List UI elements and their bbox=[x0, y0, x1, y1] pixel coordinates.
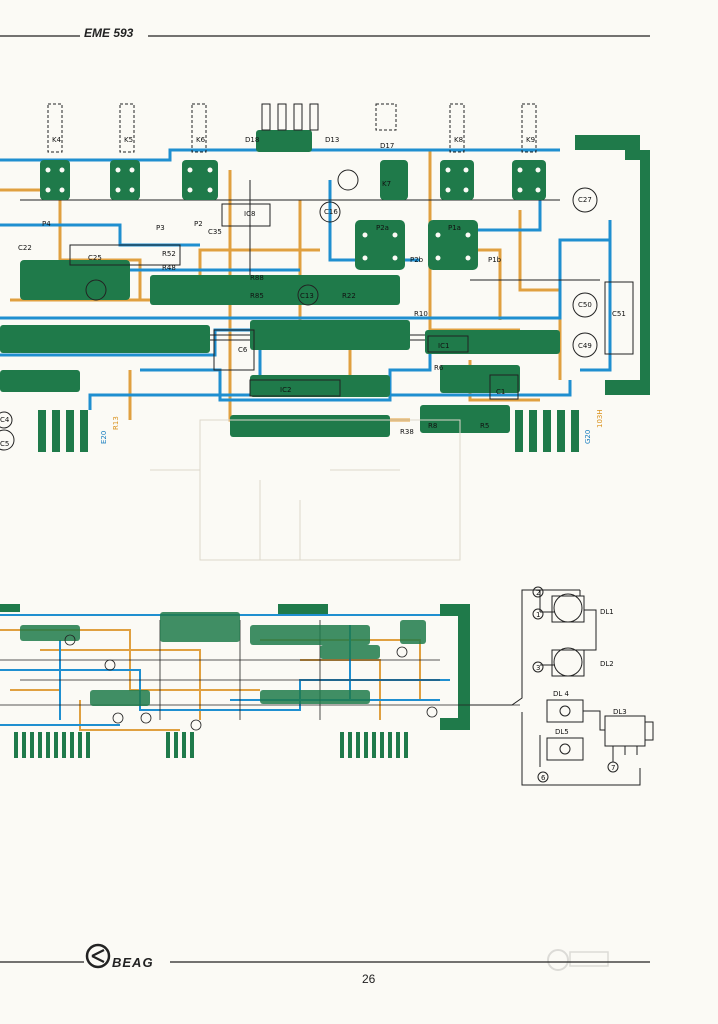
pin-2: 2 bbox=[536, 589, 540, 597]
label-c27: C27 bbox=[578, 196, 592, 204]
label-p1b: P1b bbox=[488, 256, 502, 264]
label-k5: K5 bbox=[124, 136, 133, 144]
label-p3: P3 bbox=[156, 224, 165, 232]
label-c50: C50 bbox=[578, 301, 592, 309]
ghost-logo bbox=[547, 949, 609, 971]
label-g20: G20 bbox=[584, 430, 592, 444]
label-r10: R10 bbox=[414, 310, 428, 318]
label-r22: R22 bbox=[342, 292, 356, 300]
label-p4: P4 bbox=[42, 220, 51, 228]
lower-board bbox=[0, 604, 520, 758]
label-dl1: DL1 bbox=[600, 608, 614, 616]
label-r8: R8 bbox=[428, 422, 437, 430]
label-dl3: DL3 bbox=[613, 708, 627, 716]
label-d18: D18 bbox=[245, 136, 259, 144]
label-c5: C5 bbox=[0, 440, 9, 448]
label-c22: C22 bbox=[18, 244, 32, 252]
lower-pad-dots bbox=[20, 612, 426, 706]
model-title: EME 593 bbox=[84, 26, 134, 40]
label-dl5: DL5 bbox=[555, 728, 569, 736]
label-k8: K8 bbox=[454, 136, 463, 144]
label-r5: R5 bbox=[480, 422, 489, 430]
label-r85: R85 bbox=[250, 292, 264, 300]
label-e20: E20 bbox=[100, 431, 108, 444]
label-r38: R38 bbox=[400, 428, 414, 436]
label-k6: K6 bbox=[196, 136, 206, 144]
right-copper-frame bbox=[575, 135, 650, 395]
label-p1a: P1a bbox=[448, 224, 461, 232]
label-dl2: DL2 bbox=[600, 660, 614, 668]
ghost-traces bbox=[150, 419, 461, 561]
label-dl4: DL 4 bbox=[553, 690, 570, 698]
pad-holes bbox=[45, 167, 541, 261]
ic-outlines bbox=[69, 203, 519, 400]
lower-right-frame bbox=[440, 604, 470, 730]
connector-diagram bbox=[470, 586, 654, 786]
label-d17: D17 bbox=[380, 142, 394, 150]
pin-7: 7 bbox=[611, 764, 615, 772]
label-c25: C25 bbox=[88, 254, 102, 262]
label-p2a: P2a bbox=[376, 224, 389, 232]
label-103h: 103H bbox=[596, 409, 604, 428]
label-ic2: IC2 bbox=[280, 386, 291, 394]
label-k9: K9 bbox=[526, 136, 535, 144]
beag-logo: BEAG bbox=[85, 943, 154, 970]
capacitor-outlines bbox=[0, 169, 598, 451]
label-d13: D13 bbox=[325, 136, 339, 144]
lower-markers bbox=[64, 634, 438, 731]
label-ic8: IC8 bbox=[244, 210, 255, 218]
edge-fingers bbox=[38, 410, 579, 452]
label-k4: K4 bbox=[52, 136, 62, 144]
label-r13: R13 bbox=[112, 416, 120, 430]
c51-body bbox=[604, 281, 634, 355]
label-c13: C13 bbox=[300, 292, 314, 300]
brand-logo-text: BEAG bbox=[112, 955, 154, 970]
label-r6: R6 bbox=[434, 364, 444, 372]
lower-top-copper bbox=[278, 604, 328, 614]
label-k7: K7 bbox=[382, 180, 391, 188]
label-r52: R52 bbox=[162, 250, 176, 258]
relay-outlines bbox=[47, 103, 537, 153]
pin-3: 3 bbox=[536, 664, 540, 672]
label-r48: R48 bbox=[162, 264, 176, 272]
label-c1: C1 bbox=[496, 388, 505, 396]
label-c16: C16 bbox=[324, 208, 338, 216]
upper-board: K4 K5 K6 K7 K8 K9 D18 D13 D17 IC8 IC2 IC… bbox=[0, 103, 650, 452]
label-p2: P2 bbox=[194, 220, 203, 228]
label-c51: C51 bbox=[612, 310, 626, 318]
label-r88: R88 bbox=[250, 274, 264, 282]
lower-left-copper bbox=[0, 604, 20, 612]
label-c49: C49 bbox=[578, 342, 592, 350]
label-c4: C4 bbox=[0, 416, 10, 424]
label-ic1: IC1 bbox=[438, 342, 449, 350]
label-c35: C35 bbox=[208, 228, 222, 236]
diode-bodies bbox=[261, 103, 319, 131]
page-number: 26 bbox=[362, 972, 376, 986]
label-p2b: P2b bbox=[410, 256, 424, 264]
pin-6: 6 bbox=[541, 774, 546, 782]
pin-1: 1 bbox=[536, 611, 540, 619]
lower-edge-fingers bbox=[14, 732, 408, 758]
label-c6: C6 bbox=[238, 346, 248, 354]
